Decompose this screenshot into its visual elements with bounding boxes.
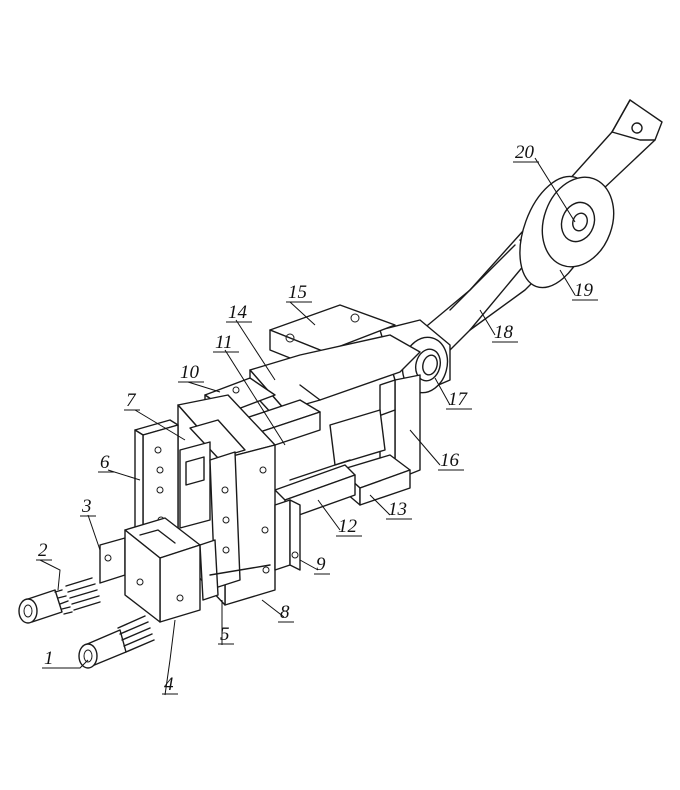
label-15: 15: [288, 282, 307, 303]
label-16: 16: [440, 450, 460, 471]
label-13: 13: [388, 499, 407, 520]
label-5: 5: [220, 624, 230, 645]
label-9: 9: [316, 554, 326, 575]
label-8: 8: [280, 602, 290, 623]
frame-16: [329, 374, 421, 486]
label-1: 1: [44, 648, 54, 669]
label-7: 7: [126, 390, 137, 411]
label-20: 20: [515, 142, 535, 163]
block-3: [99, 537, 126, 584]
label-4: 4: [164, 674, 174, 695]
block-5: [199, 539, 271, 601]
block-4: [124, 517, 201, 623]
leader-lines: [39, 157, 576, 696]
part-labels: 1 2 3 4 5 6 7 8 9 10 11 12 13 14 15 16 1…: [38, 142, 594, 695]
insert-7: [179, 441, 241, 589]
label-18: 18: [494, 322, 514, 343]
label-6: 6: [100, 452, 110, 473]
label-14: 14: [228, 302, 248, 323]
label-17: 17: [448, 389, 469, 410]
label-19: 19: [574, 280, 594, 301]
label-11: 11: [215, 332, 233, 353]
plate-9: [274, 499, 301, 571]
label-12: 12: [338, 516, 358, 537]
plunger-1: [78, 615, 155, 669]
label-underlines: [36, 161, 598, 695]
plunger-2: [18, 577, 101, 624]
slider-12: [274, 459, 356, 521]
label-10: 10: [180, 362, 200, 383]
label-3: 3: [81, 496, 92, 517]
label-2: 2: [38, 540, 48, 561]
roller-19: [519, 175, 615, 289]
